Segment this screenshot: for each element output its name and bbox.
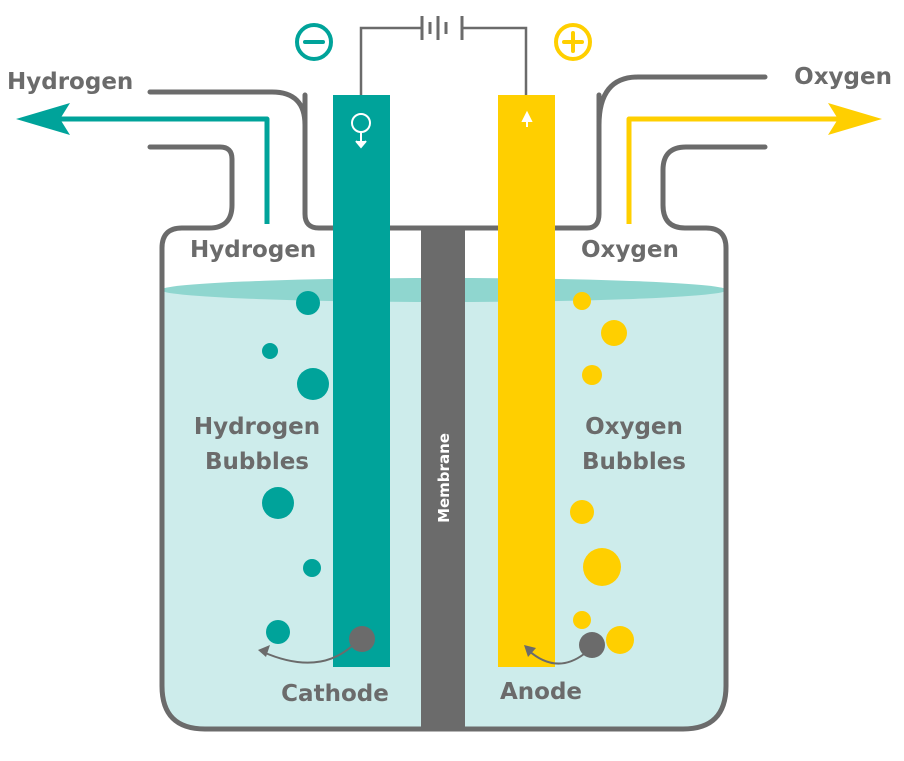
oxygen-arrowhead-icon [828, 103, 882, 135]
anode-label: Anode [500, 679, 582, 705]
hydrogen-bubbles-label-line2: Bubbles [205, 449, 309, 475]
hydrogen-bubble [266, 620, 290, 644]
oxygen-bubble [601, 320, 627, 346]
hydrogen-arrowhead-icon [16, 103, 70, 135]
cathode-reaction-arrow [262, 645, 353, 664]
cathode-reaction-particle [349, 626, 375, 652]
oxygen-bubble [606, 626, 634, 654]
oxygen-bubble [582, 365, 602, 385]
oxygen-bubble [570, 500, 594, 524]
hydrogen-output-label: Hydrogen [7, 69, 133, 95]
oxygen-bubble [573, 292, 591, 310]
hydrogen-bubble [262, 487, 294, 519]
hydrogen-bubbles [262, 291, 329, 644]
hydrogen-bubble [303, 559, 321, 577]
hydrogen-bubble [296, 291, 320, 315]
electron-out-icon [521, 110, 533, 127]
electron-in-icon [351, 113, 371, 149]
cathode-electrode [333, 95, 390, 667]
membrane-label: Membrane [435, 433, 453, 523]
cathode-arrowhead-icon [258, 645, 270, 657]
hydrogen-bubble [262, 343, 278, 359]
oxygen-bubbles-label-line1: Oxygen [585, 414, 683, 440]
cathode-label: Cathode [281, 681, 389, 707]
oxygen-bubble [583, 548, 621, 586]
battery-icon [420, 16, 464, 40]
negative-terminal-icon [295, 23, 333, 61]
oxygen-bubble [573, 611, 591, 629]
oxygen-bubbles-label-line2: Bubbles [582, 449, 686, 475]
positive-terminal-icon [554, 23, 592, 61]
membrane [421, 228, 465, 729]
anode-reaction-particle [579, 632, 605, 658]
anode-electrode [498, 95, 555, 667]
hydrogen-flow-arrow [60, 116, 270, 224]
vessel-oxygen-label: Oxygen [581, 237, 679, 263]
vessel-outline [596, 74, 768, 128]
oxygen-bubbles [570, 292, 634, 654]
circuit-wire [359, 26, 528, 97]
oxygen-flow-arrow [626, 116, 840, 224]
hydrogen-bubble [297, 368, 329, 400]
anode-arrowhead-icon [524, 645, 536, 657]
anode-reaction-arrow [527, 649, 585, 665]
vessel-hydrogen-label: Hydrogen [190, 237, 316, 263]
oxygen-output-label: Oxygen [794, 64, 892, 90]
vessel-outline [147, 89, 308, 128]
hydrogen-bubbles-label-line1: Hydrogen [194, 414, 320, 440]
